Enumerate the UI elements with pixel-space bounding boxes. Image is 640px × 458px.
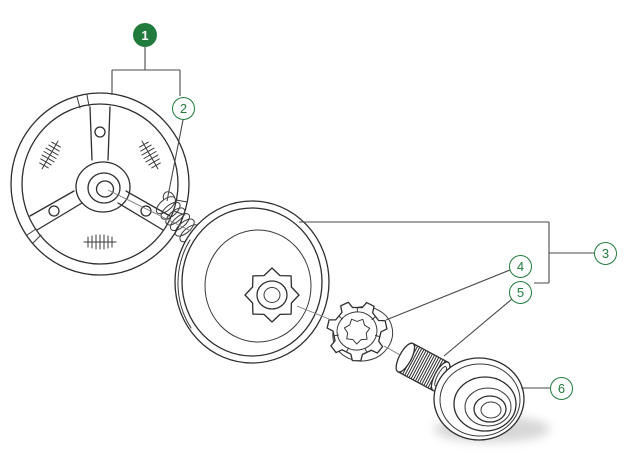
- part-rim-sprocket[interactable]: [323, 294, 398, 367]
- leader-part2: [166, 119, 184, 202]
- leader-part3-bracket: [299, 221, 594, 284]
- callout-6[interactable]: 6: [550, 377, 573, 400]
- callout-5[interactable]: 5: [509, 281, 532, 304]
- clutch-spring-detail: [139, 140, 161, 170]
- callout-1[interactable]: 1: [133, 23, 157, 47]
- leader-part1-bracket: [111, 47, 181, 96]
- callout-2[interactable]: 2: [172, 97, 195, 120]
- callout-3[interactable]: 3: [594, 242, 617, 265]
- clutch-spring-detail: [39, 140, 61, 170]
- drum-spline-bore: [244, 267, 300, 323]
- part-clutch-assembly[interactable]: [10, 92, 190, 276]
- leader-part5: [443, 298, 513, 357]
- clutch-spring-detail: [83, 234, 117, 250]
- callout-4[interactable]: 4: [509, 255, 532, 278]
- part-clutch-drum[interactable]: [174, 200, 330, 364]
- axis-centerline: [107, 189, 401, 356]
- leader-part4: [385, 269, 511, 321]
- part-cover-washer[interactable]: [433, 357, 525, 441]
